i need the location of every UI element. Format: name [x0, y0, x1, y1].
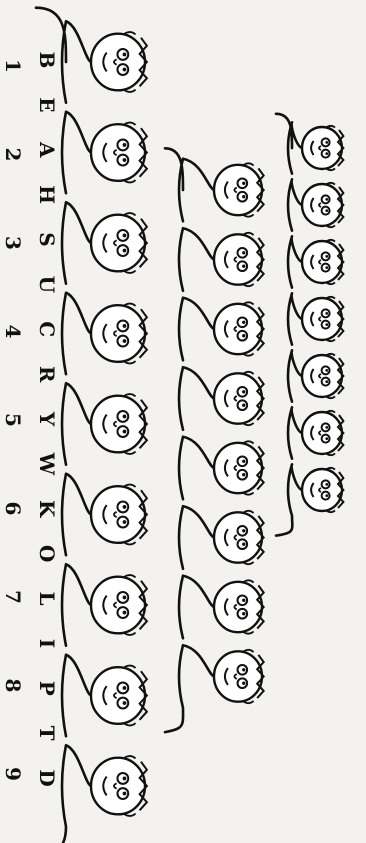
number-label: 7 [1, 590, 25, 604]
letter-tile: I [35, 639, 59, 648]
letter-tile: D [35, 769, 59, 786]
face-drawing [91, 32, 147, 92]
letter-tile: K [35, 500, 59, 518]
face-drawing [91, 213, 147, 273]
face-drawing [214, 233, 264, 286]
hanging-strings [36, 8, 302, 843]
letter-tile: B [35, 52, 59, 69]
face-drawing [214, 441, 264, 494]
face-drawing [91, 304, 147, 364]
letter-tile: E [35, 97, 59, 112]
letter-tile: L [35, 591, 59, 605]
number-labels: 1 2 3 4 5 6 7 8 9 [1, 59, 25, 781]
face-drawing [214, 302, 264, 355]
face-drawing [214, 511, 264, 564]
letter-tile: T [35, 726, 59, 741]
face-drawing [214, 650, 264, 703]
letter-tile: R [35, 366, 59, 383]
row-middle [214, 163, 264, 703]
face-drawing [91, 485, 147, 545]
letter-tile: A [35, 141, 59, 158]
face-drawing [302, 240, 343, 284]
face-drawing [302, 297, 343, 341]
row-large [91, 32, 147, 816]
letter-tile: P [35, 681, 59, 696]
face-drawing [91, 756, 147, 816]
face-drawing [91, 666, 147, 726]
faces-layer [91, 32, 343, 816]
face-drawing [302, 126, 343, 170]
number-label: 2 [1, 148, 25, 162]
face-drawing [214, 163, 264, 216]
letter-tile: C [35, 321, 59, 337]
face-drawing [91, 123, 147, 183]
face-drawing [214, 372, 264, 425]
letter-tile: U [35, 276, 59, 293]
letter-tile: S [35, 232, 59, 246]
letter-tile: O [35, 545, 59, 562]
letter-tiles: B E A H S U C R Y W K O L I P T D [35, 52, 59, 787]
number-label: 5 [1, 413, 25, 427]
number-label: 9 [1, 767, 25, 781]
face-drawing [302, 411, 343, 455]
number-label: 1 [1, 59, 25, 73]
face-drawing [214, 580, 264, 633]
row-small [302, 126, 343, 512]
row-middle-string [165, 148, 214, 732]
face-drawing [302, 354, 343, 398]
number-label: 6 [1, 502, 25, 516]
number-label: 8 [1, 679, 25, 693]
number-label: 4 [1, 325, 25, 339]
number-label: 3 [1, 236, 25, 250]
face-drawing [302, 468, 343, 512]
letter-tile: W [35, 452, 59, 476]
letter-tile: Y [35, 411, 59, 427]
row-small-string [276, 114, 302, 536]
face-drawing [302, 183, 343, 227]
letter-tile: H [35, 185, 59, 204]
face-drawing [91, 575, 147, 635]
face-drawing [91, 394, 147, 454]
